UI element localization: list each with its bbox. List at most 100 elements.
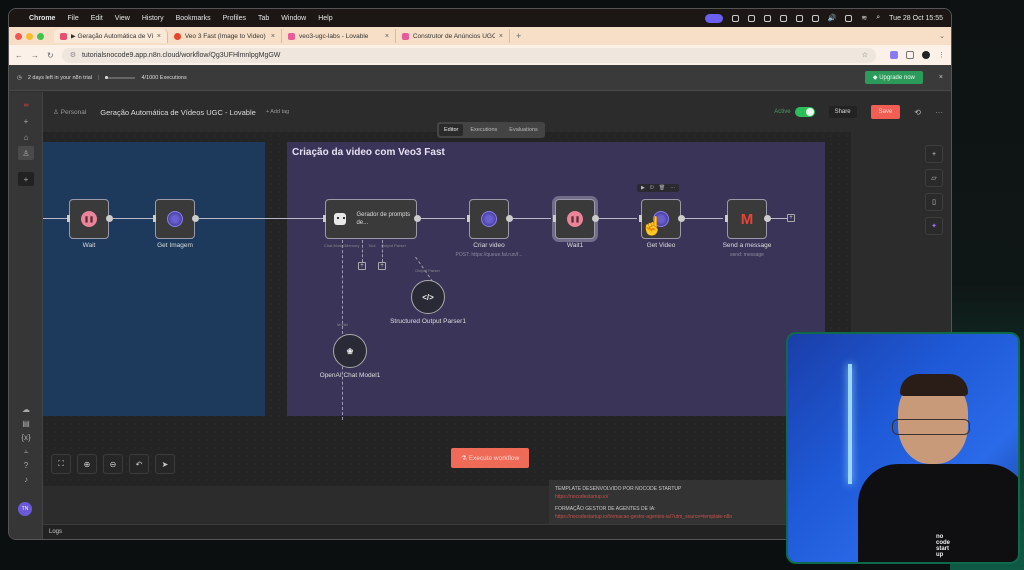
course-link[interactable]: https://nocodestartup.io/formacao-gestor… — [555, 514, 733, 520]
share-button[interactable]: Share — [828, 106, 857, 118]
node-wait1[interactable]: ❚❚ — [555, 199, 595, 239]
add-node-icon[interactable]: + — [925, 145, 943, 163]
menu-history[interactable]: History — [141, 14, 164, 22]
minimize-window-button[interactable] — [26, 32, 33, 40]
tab-list-chevron-icon[interactable]: ⌄ — [939, 33, 945, 40]
close-window-button[interactable] — [15, 32, 22, 40]
output-port[interactable] — [506, 215, 513, 222]
volume-icon[interactable]: 🔊 — [827, 15, 837, 22]
reload-icon[interactable]: ↻ — [47, 50, 54, 60]
input-port[interactable] — [67, 215, 70, 222]
output-port[interactable] — [678, 215, 685, 222]
add-tool-button[interactable]: + — [378, 262, 386, 270]
input-port[interactable] — [639, 215, 642, 222]
site-settings-icon[interactable]: ⚙ — [69, 52, 76, 59]
delete-node-icon[interactable]: 🗑 — [658, 185, 666, 191]
screen-record-icon[interactable] — [704, 13, 723, 23]
execute-node-icon[interactable]: ▶ — [641, 185, 645, 191]
search-icon[interactable]: ⌕ — [876, 14, 881, 21]
history-icon[interactable]: ⟲ — [914, 107, 921, 117]
extensions-puzzle-icon[interactable] — [906, 51, 914, 59]
node-get-imagem[interactable] — [155, 199, 195, 239]
battery-icon[interactable] — [845, 14, 853, 22]
menu-app-name[interactable]: Chrome — [29, 14, 56, 22]
zoom-out-icon[interactable]: ⊖ — [103, 454, 123, 474]
execute-workflow-button[interactable]: ⚗ Execute workflow — [451, 448, 530, 468]
node-structured-output-parser[interactable]: </> — [411, 280, 445, 314]
notion-icon[interactable] — [747, 14, 755, 22]
text-icon[interactable] — [763, 14, 771, 22]
tab-n8n-workflow[interactable]: ▶ Geração Automática de Víd × — [54, 29, 168, 43]
address-bar[interactable]: ⚙ tutorialsnocode9.app.n8n.cloud/workflo… — [61, 47, 876, 63]
variables-icon[interactable]: {x} — [21, 432, 31, 442]
back-icon[interactable]: ← — [15, 50, 23, 60]
datetime[interactable]: Tue 28 Oct 15:55 — [889, 14, 943, 22]
output-port[interactable] — [192, 215, 199, 222]
menu-file[interactable]: File — [67, 14, 79, 22]
add-tag-button[interactable]: + Add tag — [265, 109, 290, 115]
input-port[interactable] — [323, 215, 326, 222]
active-toggle[interactable] — [794, 107, 815, 117]
input-port[interactable] — [467, 215, 470, 222]
ai-assistant-icon[interactable]: ✦ — [925, 217, 943, 235]
bookmark-star-icon[interactable]: ☆ — [861, 52, 868, 59]
close-banner-icon[interactable]: × — [938, 74, 943, 81]
user-avatar[interactable]: TN — [18, 502, 32, 516]
upgrade-now-button[interactable]: ◆ Upgrade now — [864, 71, 923, 84]
wifi-icon[interactable]: ≋ — [861, 15, 868, 22]
menu-edit[interactable]: Edit — [90, 14, 103, 22]
personal-user-icon[interactable]: ♙ — [18, 146, 34, 160]
profile-avatar[interactable] — [922, 51, 930, 59]
extension-icon[interactable] — [890, 51, 898, 59]
close-tab-icon[interactable]: × — [498, 32, 503, 40]
node-gerador-prompts[interactable]: Gerador de prompts de... — [325, 199, 417, 239]
input-port[interactable] — [725, 215, 728, 222]
deactivate-node-icon[interactable]: ⏻ — [649, 185, 654, 191]
cloud-icon[interactable]: ☁ — [22, 404, 30, 414]
workflow-canvas[interactable]: Criação da video com Veo3 Fast ❚❚ Wait — [43, 132, 851, 486]
menu-bookmarks[interactable]: Bookmarks — [175, 14, 211, 22]
create-plus-icon[interactable]: + — [23, 116, 29, 126]
add-memory-button[interactable]: + — [358, 262, 366, 270]
sticky-note-veo3[interactable]: Criação da video com Veo3 Fast — [287, 142, 825, 416]
home-icon[interactable]: ⌂ — [23, 132, 29, 142]
menu-profiles[interactable]: Profiles — [222, 14, 246, 22]
undo-icon[interactable]: ↶ — [129, 454, 149, 474]
output-port[interactable] — [764, 215, 771, 222]
template-link[interactable]: https://nocodestartup.io/ — [555, 494, 609, 500]
more-options-icon[interactable]: ··· — [935, 107, 943, 117]
panel-icon[interactable]: ▯ — [925, 193, 943, 211]
input-port[interactable] — [153, 215, 156, 222]
tab-evaluations[interactable]: Evaluations — [509, 127, 538, 133]
menu-help[interactable]: Help — [318, 14, 333, 22]
forward-icon[interactable]: → — [31, 50, 39, 60]
menu-tab[interactable]: Tab — [257, 14, 270, 22]
chrome-menu-icon[interactable]: ⋮ — [938, 52, 945, 59]
menu-view[interactable]: View — [114, 14, 130, 22]
new-tab-button[interactable]: + — [516, 31, 522, 41]
sticky-note-blue[interactable] — [43, 142, 265, 416]
maximize-window-button[interactable] — [37, 32, 44, 40]
windows-icon[interactable] — [795, 14, 803, 22]
close-tab-icon[interactable]: × — [270, 32, 275, 40]
close-tab-icon[interactable]: × — [156, 32, 161, 40]
add-project-icon[interactable]: + — [18, 172, 34, 186]
record-icon[interactable] — [731, 14, 739, 22]
insights-icon[interactable]: ⫠ — [23, 446, 29, 455]
logs-panel-toggle[interactable]: Logs — [43, 524, 951, 539]
node-criar-video[interactable] — [469, 199, 509, 239]
zoom-in-icon[interactable]: ⊕ — [77, 454, 97, 474]
node-send-message[interactable]: M — [727, 199, 767, 239]
output-port[interactable] — [106, 215, 113, 222]
output-port[interactable] — [414, 215, 421, 222]
fit-view-icon[interactable]: ⛶ — [51, 454, 71, 474]
add-next-node-button[interactable]: + — [787, 214, 795, 222]
tab-construtor[interactable]: Construtor de Anúncios UGC × — [396, 29, 510, 43]
tab-executions[interactable]: Executions — [470, 127, 498, 133]
info-icon[interactable] — [779, 14, 787, 22]
node-wait[interactable]: ❚❚ — [69, 199, 109, 239]
input-port[interactable] — [553, 215, 556, 222]
close-tab-icon[interactable]: × — [384, 32, 389, 40]
tab-veo3-fast[interactable]: Veo 3 Fast (Image to Video) | × — [168, 29, 282, 43]
sticky-note-icon[interactable]: ▱ — [925, 169, 943, 187]
